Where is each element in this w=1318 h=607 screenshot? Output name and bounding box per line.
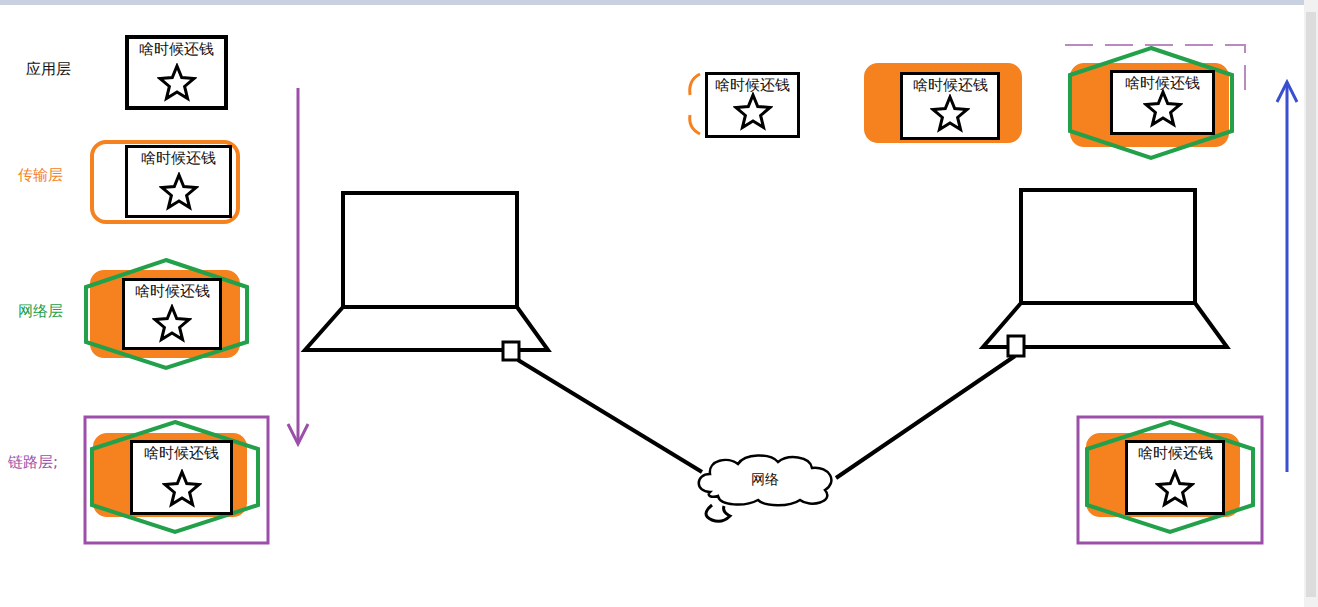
network-wrap	[92, 422, 258, 532]
message-box: 啥时候还钱	[125, 145, 232, 218]
message-box: 啥时候还钱	[705, 72, 800, 138]
layer-label: 传输层	[18, 166, 63, 185]
transport-wrap	[1088, 435, 1238, 515]
message-box: 啥时候还钱	[1125, 440, 1225, 515]
message-box: 啥时候还钱	[130, 440, 233, 515]
network-cable	[836, 356, 1015, 478]
network-wrap	[1087, 422, 1253, 532]
laptop-screen	[343, 193, 517, 307]
scrollbar	[1304, 0, 1318, 607]
layer-label: 应用层	[26, 60, 71, 79]
message-text: 啥时候还钱	[125, 281, 219, 300]
encapsulate-arrow	[297, 88, 300, 442]
erased-wrap	[690, 74, 700, 134]
message-text: 啥时候还钱	[133, 443, 230, 462]
star-outline	[933, 97, 967, 130]
star-icon	[152, 304, 192, 344]
message-box: 啥时候还钱	[900, 72, 1000, 140]
message-text: 啥时候还钱	[129, 39, 224, 58]
star-outline	[164, 472, 198, 505]
star-outline	[159, 66, 193, 99]
message-text: 啥时候还钱	[708, 75, 797, 94]
star-icon	[1155, 469, 1195, 509]
layer-label: 链路层;	[8, 453, 58, 472]
link-wrap	[1078, 417, 1262, 543]
star-icon	[162, 469, 202, 509]
star-icon	[159, 172, 199, 212]
star-outline	[1158, 472, 1192, 505]
network-cable	[518, 360, 702, 472]
message-box: 啥时候还钱	[1110, 70, 1215, 135]
transport-wrap	[866, 65, 1020, 141]
star-icon	[930, 94, 970, 134]
scrollbar-thumb	[1306, 12, 1316, 597]
arrow-head	[1277, 82, 1297, 102]
layer-label: 网络层	[18, 302, 63, 321]
star-outline	[155, 307, 189, 340]
cloud-label: 网络	[690, 452, 840, 489]
message-text: 啥时候还钱	[1128, 443, 1222, 462]
transport-wrap	[92, 272, 238, 356]
transport-wrap	[95, 435, 245, 515]
decapsulate-arrow	[1286, 82, 1289, 472]
laptop-screen	[1021, 190, 1195, 303]
link-wrap	[85, 417, 268, 543]
transport-wrap	[92, 142, 238, 222]
network-port	[503, 342, 519, 360]
star-outline	[735, 95, 769, 128]
network-port	[1008, 336, 1024, 356]
message-box: 啥时候还钱	[125, 35, 228, 110]
star-outline	[1145, 92, 1179, 125]
window-bar	[0, 0, 1318, 5]
star-outline	[161, 175, 195, 208]
message-text: 啥时候还钱	[1113, 73, 1212, 92]
star-icon	[733, 92, 773, 132]
message-text: 啥时候还钱	[903, 75, 997, 94]
star-icon	[157, 63, 197, 103]
cloud-tail	[706, 505, 730, 521]
message-box: 啥时候还钱	[122, 278, 222, 350]
arrow-head	[288, 424, 308, 444]
star-icon	[1143, 89, 1183, 129]
message-text: 啥时候还钱	[128, 148, 229, 167]
network-wrap	[1070, 48, 1232, 158]
network-wrap	[86, 260, 247, 368]
network-cloud: 网络	[690, 452, 840, 508]
transport-wrap	[1072, 65, 1227, 145]
